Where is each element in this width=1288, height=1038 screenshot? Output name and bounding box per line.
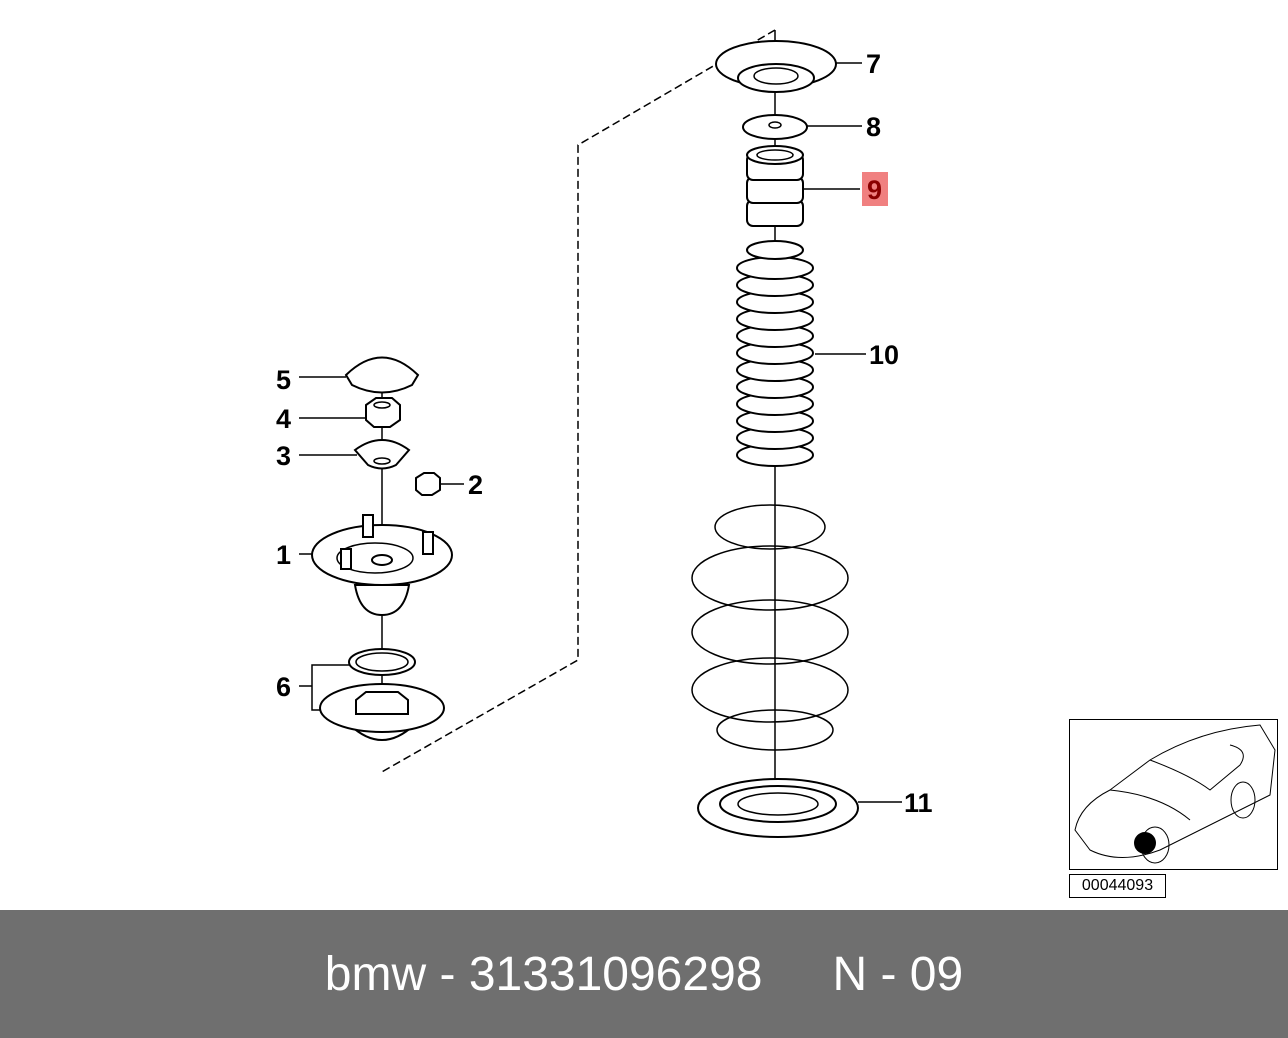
part-5-cap[interactable] (344, 356, 420, 394)
vehicle-location-inset (1069, 719, 1278, 870)
label-part-8[interactable]: 8 (866, 112, 881, 142)
diagram-code: 00044093 (1069, 874, 1166, 898)
part-9-bump-stop[interactable] (746, 145, 804, 227)
part-8-washer[interactable] (742, 114, 808, 140)
label-part-7[interactable]: 7 (866, 49, 881, 79)
coil-spring[interactable] (691, 504, 849, 751)
label-part-6[interactable]: 6 (276, 672, 291, 702)
assembly-guide-line (379, 29, 776, 774)
footer-part-info: bmw - 31331096298 (325, 947, 763, 1002)
part-2-nut[interactable] (415, 472, 441, 496)
label-part-11[interactable]: 11 (904, 788, 933, 818)
label-part-10[interactable]: 10 (869, 340, 899, 370)
part-7-strut-mount-top[interactable] (715, 40, 837, 93)
parts-diagram: 7 8 9 10 11 5 4 3 2 1 6 (276, 29, 933, 838)
bellows-fold (736, 256, 814, 280)
position-label: N - 09 (832, 947, 964, 1001)
part-1-strut-mount[interactable] (311, 514, 453, 617)
brand: bmw (324, 947, 427, 1001)
label-part-4[interactable]: 4 (276, 404, 291, 434)
bellows-top (746, 240, 804, 260)
label-part-3[interactable]: 3 (276, 441, 291, 471)
part-3-cup-washer[interactable] (353, 439, 411, 470)
separator: - (439, 947, 456, 1001)
footer-bar: bmw - 31331096298 N - 09 (0, 910, 1288, 1038)
label-part-5[interactable]: 5 (276, 365, 291, 395)
highlight-part-9 (862, 172, 888, 206)
car-outline-icon (1074, 724, 1276, 864)
part-11-spring-pad[interactable] (697, 778, 859, 838)
location-marker-icon (1134, 832, 1156, 854)
label-part-1[interactable]: 1 (276, 540, 291, 570)
label-part-2[interactable]: 2 (468, 470, 483, 500)
part-4-nut[interactable] (365, 397, 401, 428)
label-part-9[interactable]: 9 (867, 175, 882, 205)
part-10-dust-boot[interactable] (736, 240, 814, 467)
part-number: 31331096298 (468, 947, 763, 1001)
part-6-bearing-set[interactable] (319, 648, 445, 741)
